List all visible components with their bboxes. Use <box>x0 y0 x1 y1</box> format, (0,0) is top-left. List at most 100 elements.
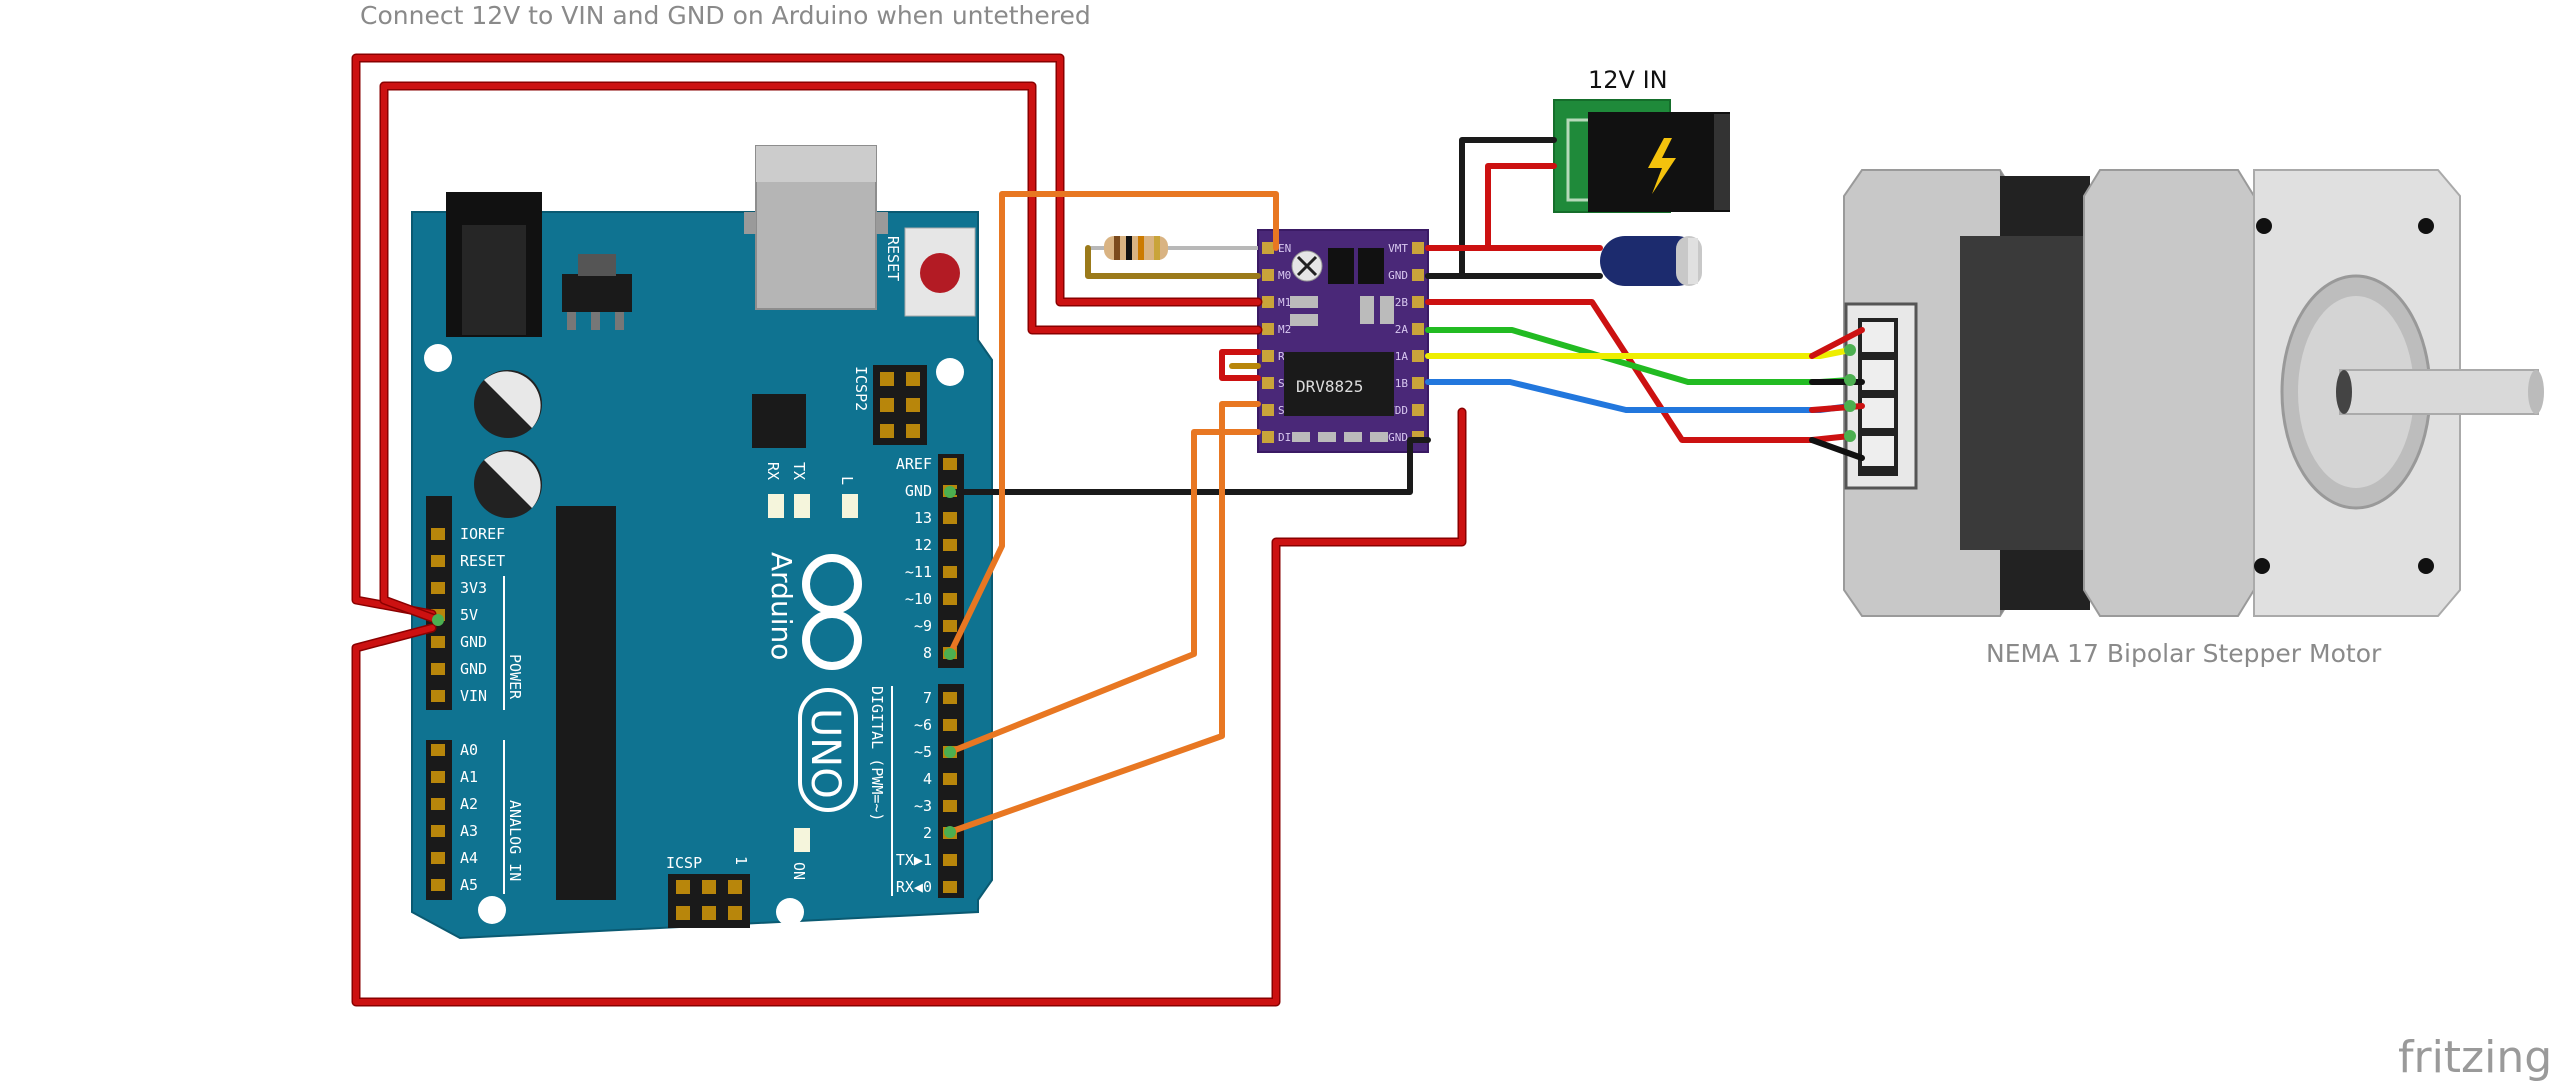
header-pin <box>943 692 957 704</box>
driver-pin-label: M0 <box>1278 269 1291 282</box>
brown-wire-resistor <box>1085 245 1261 279</box>
usb-chip <box>752 394 806 448</box>
driver-pin-label: GND <box>1388 269 1408 282</box>
driver-pin <box>1412 269 1424 281</box>
icsp2-label: ICSP2 <box>852 366 870 411</box>
driver-pin-label: VMT <box>1388 242 1408 255</box>
driver-pin <box>1262 242 1274 254</box>
header-pin <box>943 854 957 866</box>
voltage-regulator-tab <box>578 254 616 276</box>
header-pin <box>943 593 957 605</box>
driver-pin <box>1262 269 1274 281</box>
pin-label: 5V <box>460 606 478 624</box>
driver-pin <box>1412 377 1424 389</box>
drv8825-chip <box>1284 352 1394 416</box>
header-pin <box>431 771 445 783</box>
arduino-logo-right <box>802 610 862 670</box>
pin-label: ~9 <box>914 617 932 635</box>
red-jumper-rst-slp <box>1219 349 1261 381</box>
driver-pin <box>1412 296 1424 308</box>
pin-label: 2 <box>923 824 932 842</box>
pin-label: RESET <box>460 552 505 570</box>
dc-barrel-jack-inner <box>462 225 526 335</box>
header-pin <box>943 566 957 578</box>
driver-pin <box>1262 404 1274 416</box>
uno-badge <box>798 688 858 812</box>
lightning-icon <box>1648 138 1676 194</box>
fritzing-brand: fritzing <box>2398 1032 2552 1083</box>
header-pin <box>943 512 957 524</box>
driver-pin-label: 1A <box>1395 350 1409 363</box>
pin-label: ~3 <box>914 797 932 815</box>
header-pin <box>431 744 445 756</box>
pin-label: 4 <box>923 770 932 788</box>
orange-wire-pin5-step <box>947 429 1261 755</box>
header-pin <box>431 528 445 540</box>
pin-label: 13 <box>914 509 932 527</box>
pin-label: GND <box>460 660 487 678</box>
digital-group-label: DIGITAL (PWM=~) <box>868 686 886 821</box>
header-pin <box>431 852 445 864</box>
black-wire-logic-gnd <box>947 437 1431 495</box>
driver-pin <box>1262 377 1274 389</box>
pin-label: A4 <box>460 849 478 867</box>
mounting-hole <box>478 896 506 924</box>
header-pin <box>943 881 957 893</box>
orange-wire-pin8 <box>947 191 1279 657</box>
power-jack: 12V IN <box>1553 66 1730 213</box>
icsp-label: ICSP <box>666 854 702 872</box>
reset-button-cap <box>920 253 960 293</box>
pin-label: A2 <box>460 795 478 813</box>
driver-pin <box>1262 323 1274 335</box>
pin-label: 3V3 <box>460 579 487 597</box>
header-pin <box>431 582 445 594</box>
stepper-motor: NEMA 17 Bipolar Stepper Motor <box>1843 169 2544 668</box>
header-pin <box>431 555 445 567</box>
driver-pin <box>1412 404 1424 416</box>
on-label: ON <box>790 862 808 880</box>
untethered-note: Connect 12V to VIN and GND on Arduino wh… <box>360 1 1091 30</box>
header-pin <box>943 773 957 785</box>
mounting-hole <box>424 344 452 372</box>
icsp-header <box>668 874 750 928</box>
motor-right-stack <box>2083 169 2255 617</box>
pin-label: TX▶1 <box>896 851 932 869</box>
header-pin <box>943 458 957 470</box>
driver-pin-label: GND <box>1388 431 1408 444</box>
pin-label: VIN <box>460 687 487 705</box>
analog-group-label: ANALOG IN <box>506 800 524 881</box>
uno-label: UNO <box>802 708 848 799</box>
tx-led <box>794 494 810 518</box>
drv8825-chip-label: DRV8825 <box>1296 377 1363 396</box>
driver-pin <box>1262 296 1274 308</box>
icsp2-header <box>873 365 927 445</box>
pin-label: 8 <box>923 644 932 662</box>
red-wire-2b <box>1425 299 1853 443</box>
on-led <box>794 828 810 852</box>
driver-pin <box>1412 242 1424 254</box>
mounting-hole <box>936 358 964 386</box>
power-group-label: POWER <box>506 654 524 700</box>
header-pin <box>943 719 957 731</box>
drv8825-driver: ENM0M1M2RSTSLPSTPDIR VMTGND2B2A1A1BVDDGN… <box>1257 229 1429 453</box>
blue-wire-1b <box>1425 379 1853 413</box>
driver-pin <box>1262 350 1274 362</box>
pin-label: 12 <box>914 536 932 554</box>
wires <box>351 53 1865 1007</box>
header-pin <box>431 636 445 648</box>
rx-label: RX <box>764 462 782 480</box>
pin-label: GND <box>460 633 487 651</box>
yellow-wire-1a <box>1425 347 1853 359</box>
bulk-capacitor <box>1600 236 1702 286</box>
driver-pin-label: 2A <box>1395 323 1409 336</box>
header-pin <box>431 798 445 810</box>
driver-pin-label: 2B <box>1395 296 1409 309</box>
l-led <box>842 494 858 518</box>
header-pin <box>943 800 957 812</box>
motor-shaft <box>2339 369 2539 415</box>
power-in-label: 12V IN <box>1588 66 1668 94</box>
arduino-uno-board: RESET ICSP2 RX TX L Arduino <box>411 145 993 940</box>
header-pin <box>943 620 957 632</box>
